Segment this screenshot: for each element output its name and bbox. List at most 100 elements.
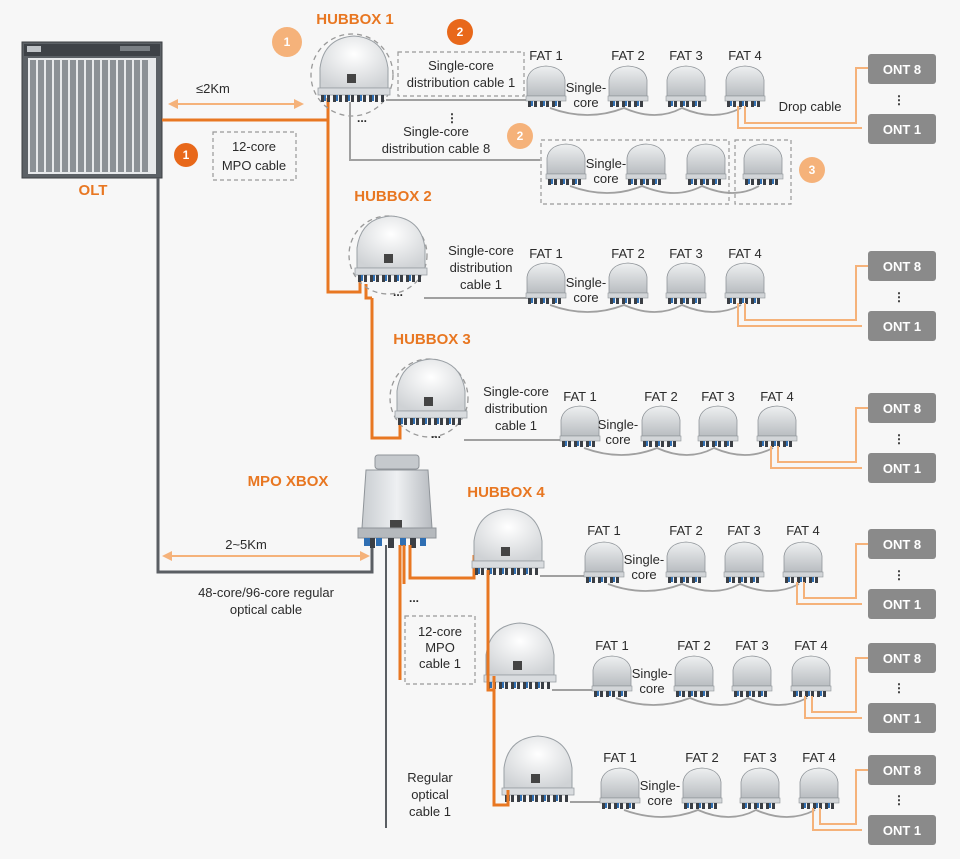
- fat-row-3: FAT 1 FAT 2 FAT 3 FAT 4 Single- core: [559, 389, 798, 456]
- mpo-cable-label-1: 12-core: [232, 139, 276, 154]
- svg-text:FAT 3: FAT 3: [735, 638, 768, 653]
- reg-cable-label-3: cable 1: [409, 804, 451, 819]
- hubbox-2-label: HUBBOX 2: [354, 188, 432, 205]
- badge-1-hubbox: 1: [272, 27, 302, 57]
- dist-cable-1-callout: [397, 51, 525, 97]
- svg-text:ONT 8: ONT 8: [883, 763, 921, 778]
- svg-text:12-core: 12-core: [418, 624, 462, 639]
- svg-text:cable 1: cable 1: [495, 418, 537, 433]
- svg-text:FAT 1: FAT 1: [529, 246, 562, 261]
- xbox-mpo-callout: [404, 615, 476, 685]
- fat-row-1: FAT 1 FAT 2 FAT 3 FAT 4 Single- core: [525, 48, 766, 116]
- svg-text:FAT 4: FAT 4: [794, 638, 827, 653]
- svg-text:FAT 3: FAT 3: [669, 246, 702, 261]
- svg-text:ONT 1: ONT 1: [883, 319, 921, 334]
- svg-text:...: ...: [393, 285, 403, 299]
- fat-group-callout-3: [734, 139, 792, 205]
- distance-short-label: ≤2Km: [196, 81, 230, 96]
- fat-device: [742, 143, 784, 186]
- svg-text:ONT 1: ONT 1: [883, 122, 921, 137]
- svg-text:ONT 1: ONT 1: [883, 711, 921, 726]
- ont-column: ONT 8 ⋮ ONT 1 ONT 8 ⋮ ONT 1 ONT 8 ⋮ ONT …: [868, 54, 936, 845]
- fat-row-6: FAT 1 FAT 2 FAT 3 FAT 4 Single- core: [599, 750, 840, 818]
- svg-text:FAT 4: FAT 4: [802, 750, 835, 765]
- svg-text:ONT 8: ONT 8: [883, 651, 921, 666]
- svg-text:Single-core: Single-core: [483, 384, 549, 399]
- regular-cable-label-2: optical cable: [230, 602, 302, 617]
- svg-text:FAT 1: FAT 1: [587, 523, 620, 538]
- hubbox-1-highlight: [310, 33, 394, 117]
- ont-1-row5: ONT 1: [868, 703, 936, 733]
- dist-cable-1-label-2: distribution cable 1: [407, 75, 515, 90]
- hubbox-1-label: HUBBOX 1: [316, 11, 394, 28]
- distance-long-label: 2~5Km: [225, 537, 267, 552]
- svg-text:Single-: Single-: [624, 552, 664, 567]
- dist-block-2-label-1: Single-core: [448, 243, 514, 258]
- svg-text:1: 1: [284, 35, 291, 49]
- mpo-cable-label-2: MPO cable: [222, 158, 286, 173]
- dist-block-2-label-2: distribution: [450, 260, 513, 275]
- distance-arrow-short: [168, 99, 304, 109]
- svg-text:MPO: MPO: [425, 640, 455, 655]
- badge-3: 3: [799, 157, 825, 183]
- fat-device: [665, 65, 707, 108]
- single-core-label-1: Single-: [566, 80, 606, 95]
- svg-text:FAT 2: FAT 2: [644, 389, 677, 404]
- single-core-label-2: core: [573, 95, 598, 110]
- svg-text:⋮: ⋮: [893, 793, 905, 807]
- regular-trunk-cable: [156, 178, 374, 574]
- hubbox-4-device-a: [471, 508, 545, 576]
- hubbox-1-device: [317, 35, 391, 103]
- ont-8-row5: ONT 8: [868, 643, 936, 673]
- mpo-xbox-device: [357, 454, 437, 548]
- badge-1-olt: 1: [174, 143, 198, 167]
- svg-text:ONT 8: ONT 8: [883, 401, 921, 416]
- svg-text:FAT 3: FAT 3: [743, 750, 776, 765]
- mpo-trunk-hubbox2: [326, 120, 362, 294]
- drop-cable-label: Drop cable: [779, 99, 842, 114]
- svg-text:FAT 1: FAT 1: [595, 638, 628, 653]
- fat-device: [607, 65, 649, 108]
- ont-8-row6: ONT 8: [868, 755, 936, 785]
- svg-text:⋮: ⋮: [893, 568, 905, 582]
- svg-text:core: core: [639, 681, 664, 696]
- dist-cable-vdots: ⋮: [446, 111, 458, 125]
- fat-device: [724, 65, 766, 108]
- svg-text:3: 3: [809, 163, 816, 177]
- svg-text:core: core: [631, 567, 656, 582]
- svg-text:2: 2: [457, 25, 464, 39]
- svg-text:FAT 2: FAT 2: [611, 246, 644, 261]
- svg-text:⋮: ⋮: [893, 432, 905, 446]
- fat-label: FAT 3: [669, 48, 702, 63]
- mpo-trunk-hubbox3: [370, 298, 402, 440]
- svg-text:⋮: ⋮: [893, 93, 905, 107]
- svg-text:core: core: [647, 793, 672, 808]
- svg-text:Single-: Single-: [566, 275, 606, 290]
- fat-device: [545, 143, 587, 186]
- hubbox-4-device-c: [501, 735, 575, 803]
- distance-arrow-long: [162, 551, 370, 561]
- svg-text:FAT 1: FAT 1: [603, 750, 636, 765]
- fat-label: FAT 4: [728, 48, 761, 63]
- svg-text:FAT 4: FAT 4: [760, 389, 793, 404]
- svg-text:FAT 4: FAT 4: [786, 523, 819, 538]
- ont-1-row3: ONT 1: [868, 453, 936, 483]
- svg-text:Single-: Single-: [632, 666, 672, 681]
- svg-text:1: 1: [183, 148, 190, 162]
- svg-text:Single-: Single-: [640, 778, 680, 793]
- olt-chassis: [21, 41, 163, 179]
- svg-text:ONT 8: ONT 8: [883, 62, 921, 77]
- ont-1-row6: ONT 1: [868, 815, 936, 845]
- svg-text:...: ...: [409, 591, 419, 605]
- svg-text:ONT 1: ONT 1: [883, 597, 921, 612]
- ont-8-row3: ONT 8: [868, 393, 936, 423]
- hubbox-3-label: HUBBOX 3: [393, 331, 471, 348]
- badge-2-fat: 2: [507, 123, 533, 149]
- svg-text:FAT 3: FAT 3: [727, 523, 760, 538]
- svg-text:cable 1: cable 1: [419, 656, 461, 671]
- ont-8-row2: ONT 8: [868, 251, 936, 281]
- svg-text:FAT 4: FAT 4: [728, 246, 761, 261]
- svg-text:FAT 3: FAT 3: [701, 389, 734, 404]
- fat-label: FAT 2: [611, 48, 644, 63]
